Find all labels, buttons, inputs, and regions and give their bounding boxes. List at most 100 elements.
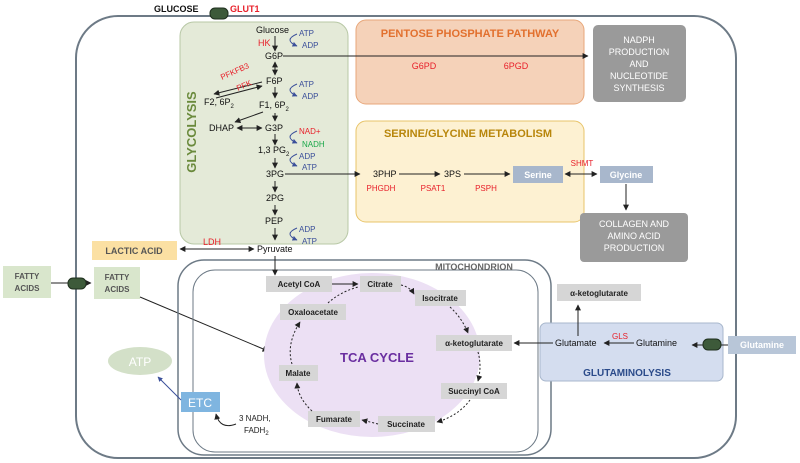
adp-2: ADP — [302, 92, 318, 101]
atp-1: ATP — [299, 29, 314, 38]
adp-1: ADP — [302, 41, 318, 50]
collagen-line-3: PRODUCTION — [604, 243, 665, 253]
glutamine-transporter — [702, 338, 722, 351]
arrow-f26p-f6p — [215, 84, 263, 99]
akg-tca-label: α-ketoglutarate — [445, 339, 503, 348]
pentose-phosphate-panel — [355, 19, 585, 105]
nad-nadh-arc — [289, 130, 298, 144]
adp-atp-arc-3 — [289, 153, 298, 167]
f16p-label: F1, 6P2 — [259, 100, 290, 113]
fatty-acids-inside-line-2: ACIDS — [105, 285, 131, 294]
collagen-box — [580, 213, 688, 262]
nadph-line-4: NUCLEOTIDE — [610, 71, 668, 81]
oxaloacetate-box — [280, 304, 346, 320]
atp-label: ATP — [129, 355, 151, 369]
nadph-box — [593, 25, 686, 102]
tca-arrow-succinate-fumarate — [361, 418, 379, 425]
enzyme-psat1: PSAT1 — [421, 184, 446, 193]
acetyl-coa-label: Acetyl CoA — [278, 280, 321, 289]
glutaminolysis-panel — [539, 322, 724, 382]
atp-adp-arc-1 — [289, 33, 298, 47]
atp-adp-arc-2 — [289, 83, 298, 97]
f6p-label: F6P — [266, 76, 283, 86]
fatty-acid-transporter — [67, 277, 87, 290]
succinyl-coa-label: Succinyl CoA — [448, 387, 500, 396]
glutamate-label: Glutamate — [555, 338, 597, 348]
arrow-f16p-dhap — [234, 111, 264, 124]
isocitrate-label: Isocitrate — [422, 294, 458, 303]
adp-3: ADP — [299, 152, 315, 161]
nadph-line-1: NADPH — [623, 35, 655, 45]
glutamine-inside-label: Glutamine — [636, 338, 677, 348]
lactic-acid-box — [92, 241, 177, 260]
fatty-acids-outside-line-2: ACIDS — [15, 284, 41, 293]
enzyme-gls: GLS — [612, 332, 628, 341]
pyruvate-label: Pyruvate — [257, 244, 293, 254]
serine-label: Serine — [524, 170, 552, 180]
lactic-acid-label: LACTIC ACID — [105, 246, 163, 256]
3pg-label: 3PG — [266, 169, 284, 179]
enzyme-hk: HK — [258, 38, 271, 48]
collagen-line-2: AMINO ACID — [607, 231, 661, 241]
fumarate-box — [308, 411, 360, 427]
f26p-label: F2, 6P2 — [204, 97, 235, 110]
malate-label: Malate — [286, 369, 311, 378]
glucose-outside-label: GLUCOSE — [154, 4, 199, 14]
glut1-transporter — [209, 7, 229, 20]
fatty-acids-inside-line-1: FATTY — [105, 273, 130, 282]
glycolysis-panel — [179, 21, 349, 245]
oxaloacetate-label: Oxaloacetate — [288, 308, 338, 317]
citrate-box — [360, 276, 401, 292]
akg-out-box — [557, 284, 641, 301]
tca-title: TCA CYCLE — [340, 350, 414, 365]
akg-out-label: α-ketoglutarate — [570, 289, 628, 298]
fatty-acids-inside-box — [94, 267, 140, 299]
atp-4: ATP — [302, 237, 317, 246]
fadh-label: FADH2 — [244, 426, 269, 437]
tca-arrow-citrate-isocitrate — [400, 284, 415, 295]
glucose-label: Glucose — [256, 25, 289, 35]
succinate-label: Succinate — [387, 420, 425, 429]
tca-arrow-fumarate-malate — [294, 382, 313, 412]
enzyme-phgdh: PHGDH — [367, 184, 396, 193]
malate-box — [279, 365, 318, 381]
ppp-title: PENTOSE PHOSPHATE PATHWAY — [381, 28, 560, 40]
mitochondrion-title: MITOCHONDRION — [435, 262, 513, 272]
bpg-label: 1,3 PG2 — [258, 145, 290, 158]
citrate-label: Citrate — [367, 280, 393, 289]
nadph-line-3: AND — [629, 59, 649, 69]
mitochondrion-inner — [192, 269, 539, 453]
etc-label: ETC — [188, 396, 212, 410]
etc-box — [181, 392, 220, 412]
succinate-box — [378, 416, 435, 432]
enzyme-ldh: LDH — [203, 237, 221, 247]
glycolysis-title: GLYCOLYSIS — [184, 91, 199, 173]
enzyme-shmt: SHMT — [571, 159, 594, 168]
fatty-acids-outside-line-1: FATTY — [15, 272, 40, 281]
atp-ellipse — [108, 347, 172, 375]
glutamine-outside-box — [728, 336, 796, 354]
enzyme-g6pd: G6PD — [412, 61, 437, 71]
enzyme-6pgd: 6PGD — [504, 61, 529, 71]
nadph-line-2: PRODUCTION — [609, 47, 670, 57]
glycine-box — [600, 166, 653, 183]
nadh-label: NADH — [302, 140, 325, 149]
3ps-label: 3PS — [444, 169, 461, 179]
arrow-nadh-etc — [214, 413, 237, 427]
fumarate-label: Fumarate — [316, 415, 353, 424]
glutamine-outside-label: Glutamine — [740, 340, 784, 350]
adp-4: ADP — [299, 225, 315, 234]
fatty-acids-outside-box — [3, 266, 51, 298]
nad-label: NAD+ — [299, 127, 321, 136]
tca-arrow-malate-oxalo — [289, 321, 301, 365]
pep-label: PEP — [265, 216, 283, 226]
g6p-label: G6P — [265, 51, 283, 61]
serine-title: SERINE/GLYCINE METABOLISM — [384, 128, 552, 140]
glutaminolysis-title: GLUTAMINOLYSIS — [583, 368, 671, 379]
succinyl-coa-box — [441, 383, 507, 399]
tca-arrow-succoa-succinate — [436, 399, 471, 424]
nadph-line-5: SYNTHESIS — [613, 83, 664, 93]
isocitrate-box — [415, 290, 466, 306]
dhap-label: DHAP — [209, 123, 234, 133]
nadh-3-label: 3 NADH, — [239, 414, 271, 423]
